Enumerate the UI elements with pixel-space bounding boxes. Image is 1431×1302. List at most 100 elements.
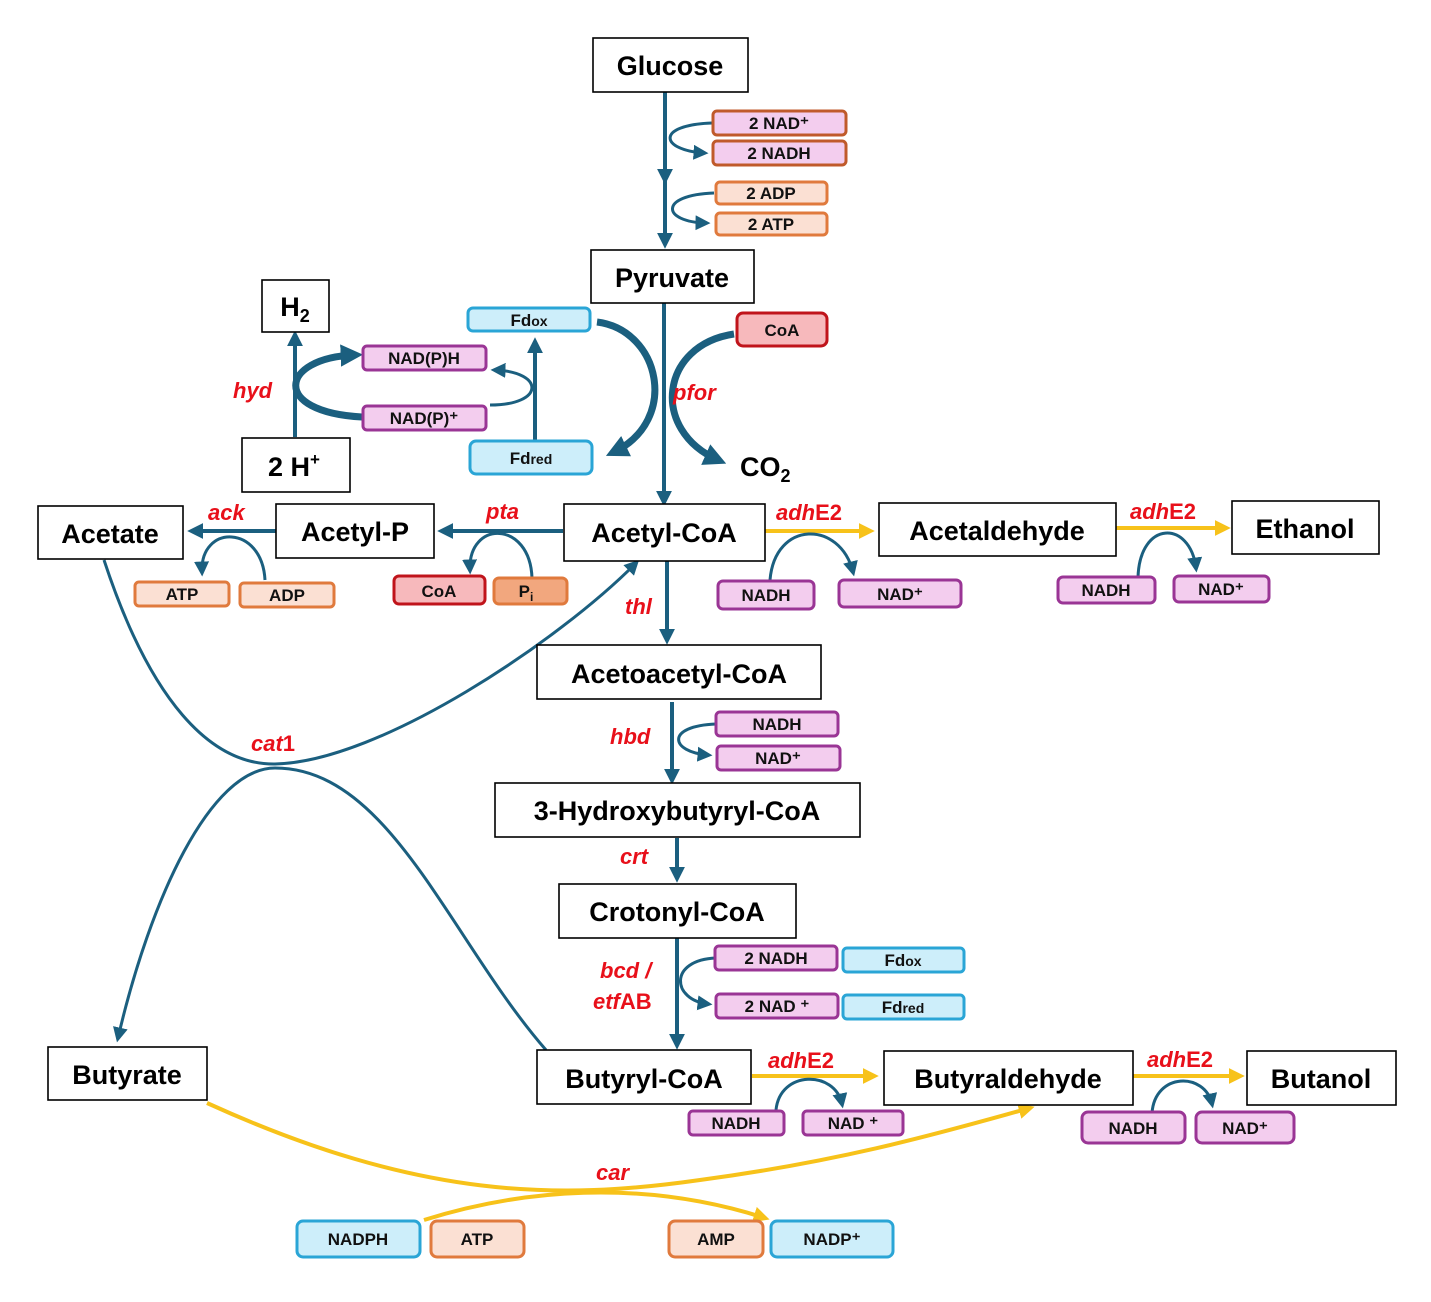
arrow-nadh-nad-ald1	[768, 532, 858, 581]
cofactor-car-atp: ATP	[429, 1219, 526, 1259]
cofactor-bald-nadh: NADH	[687, 1109, 786, 1137]
svg-text:2 ATP: 2 ATP	[748, 215, 794, 234]
cofactor-nadph: NAD(P)H	[361, 344, 488, 372]
cofactor-ack-atp: ATP	[133, 580, 231, 608]
flow-arrows	[102, 92, 1245, 1223]
enzyme-pta: pta	[485, 499, 519, 524]
svg-text:NADH: NADH	[1108, 1119, 1157, 1138]
cofactor-bcd-nad: 2 NAD ⁺	[714, 992, 840, 1020]
arrow-nadh-nad-bald	[774, 1077, 848, 1111]
svg-text:2 NAD⁺: 2 NAD⁺	[749, 114, 809, 133]
metabolite-h2: H2	[261, 279, 330, 333]
enzyme-adhe2-butyraldehyde: adhE2	[768, 1048, 834, 1073]
svg-text:Fdred: Fdred	[510, 449, 553, 468]
svg-text:Acetate: Acetate	[61, 519, 159, 549]
svg-text:CoA: CoA	[765, 321, 800, 340]
svg-text:2 ADP: 2 ADP	[746, 184, 795, 203]
metabolite-crotonyl-coa: Crotonyl-CoA	[558, 883, 797, 939]
cofactor-glycolysis-nadh: 2 NADH	[711, 139, 848, 167]
arrow-adp-atp	[671, 191, 715, 231]
enzyme-pfor: pfor	[672, 380, 717, 405]
cofactor-bald-nad: NAD ⁺	[801, 1109, 905, 1137]
cofactor-buol-nad: NAD⁺	[1194, 1110, 1296, 1145]
svg-text:Crotonyl-CoA: Crotonyl-CoA	[589, 897, 764, 927]
svg-text:NAD ⁺: NAD ⁺	[828, 1114, 879, 1133]
cofactor-glycolysis-nad: 2 NAD⁺	[711, 109, 848, 137]
cofactor-buol-nadh: NADH	[1080, 1110, 1187, 1145]
arrow-adp-atp-ack	[194, 535, 267, 581]
svg-text:Ethanol: Ethanol	[1256, 514, 1355, 544]
svg-text:NADH: NADH	[752, 715, 801, 734]
metabolite-3-hydroxybutyryl-coa: 3-Hydroxybutyryl-CoA	[494, 782, 861, 838]
cofactor-glycolysis-adp: 2 ADP	[714, 180, 829, 206]
svg-text:NADH: NADH	[1081, 581, 1130, 600]
svg-text:NADH: NADH	[711, 1114, 760, 1133]
enzyme-cat1: cat1	[251, 731, 295, 756]
svg-text:Pi: Pi	[519, 582, 534, 604]
arrow-nad-nadh	[668, 121, 713, 160]
svg-text:NAD(P)⁺: NAD(P)⁺	[390, 409, 458, 428]
metabolite-butanol: Butanol	[1246, 1050, 1397, 1106]
cofactor-bcd-nadh: 2 NADH	[713, 944, 839, 972]
cofactor-eth-nad: NAD⁺	[1172, 574, 1271, 604]
svg-text:NAD⁺: NAD⁺	[877, 585, 923, 604]
enzyme-hyd: hyd	[233, 378, 273, 403]
arrow-fd-nadph	[489, 362, 534, 407]
svg-text:Fdred: Fdred	[882, 998, 925, 1017]
cofactor-car-nadph: NADPH	[295, 1219, 422, 1259]
arrow-nadph-nadp-car	[423, 1190, 770, 1223]
arrow-nadh-nad-buol	[1150, 1079, 1218, 1114]
svg-text:NAD⁺: NAD⁺	[1222, 1119, 1268, 1138]
svg-text:NADPH: NADPH	[328, 1230, 388, 1249]
metabolite-acetate: Acetate	[37, 505, 184, 560]
svg-text:2 NADH: 2 NADH	[744, 949, 807, 968]
svg-text:Butyryl-CoA: Butyryl-CoA	[565, 1064, 723, 1094]
arrow-nadh-nad-bcd	[679, 956, 717, 1011]
svg-text:NAD⁺: NAD⁺	[755, 749, 801, 768]
svg-text:Butyraldehyde: Butyraldehyde	[914, 1064, 1102, 1094]
arrow-coa-co2	[668, 330, 735, 465]
cofactor-ack-adp: ADP	[238, 581, 336, 609]
svg-text:Fdox: Fdox	[884, 951, 921, 970]
cofactor-ald-nadh: NADH	[716, 579, 816, 611]
svg-text:Pyruvate: Pyruvate	[615, 263, 729, 293]
enzyme-bcd: bcd /	[600, 958, 654, 983]
svg-text:H2: H2	[280, 292, 310, 326]
cofactor-car-nadp: NADP⁺	[769, 1219, 895, 1259]
svg-text:3-Hydroxybutyryl-CoA: 3-Hydroxybutyryl-CoA	[534, 796, 821, 826]
svg-text:AMP: AMP	[697, 1230, 735, 1249]
svg-text:ADP: ADP	[269, 586, 305, 605]
metabolite-acetyl-coa: Acetyl-CoA	[563, 503, 766, 562]
enzyme-thl: thl	[625, 594, 653, 619]
svg-text:Butanol: Butanol	[1271, 1064, 1372, 1094]
metabolite-acetaldehyde: Acetaldehyde	[878, 502, 1117, 557]
enzyme-ack: ack	[208, 500, 246, 525]
arrow-acetate-acetylcoa-cat1	[102, 559, 640, 766]
enzyme-hbd: hbd	[610, 724, 651, 749]
cofactor-bcd-fd-red: Fdred	[841, 993, 966, 1021]
metabolite-acetoacetyl-coa: Acetoacetyl-CoA	[536, 644, 822, 700]
cofactor-pfor-coa: CoA	[735, 311, 829, 348]
arrow-nadp-nadph	[292, 344, 363, 421]
arrow-butyrylcoa-butyrate-cat1	[113, 766, 548, 1051]
svg-text:NADP⁺: NADP⁺	[803, 1230, 860, 1249]
enzyme-etfab: etfAB	[593, 989, 652, 1014]
enzyme-adhe2-acetaldehyde: adhE2	[776, 500, 842, 525]
svg-text:ATP: ATP	[166, 585, 199, 604]
cofactor-nadp-plus: NAD(P)⁺	[361, 404, 488, 432]
svg-text:Butyrate: Butyrate	[72, 1060, 182, 1090]
metabolite-co2: CO2	[740, 452, 791, 486]
enzyme-adhe2-ethanol: adhE2	[1130, 499, 1196, 524]
cofactor-glycolysis-atp: 2 ATP	[714, 211, 829, 237]
cofactor-hbd-nadh: NADH	[714, 710, 840, 738]
metabolite-acetyl-p: Acetyl-P	[275, 503, 435, 559]
metabolite-2h: 2 H+	[241, 437, 351, 493]
arrow-fdox-fdred	[596, 318, 659, 457]
metabolite-butyryl-coa: Butyryl-CoA	[536, 1049, 752, 1105]
cofactor-fd-red: Fdred	[468, 439, 594, 476]
svg-text:Acetaldehyde: Acetaldehyde	[909, 516, 1085, 546]
arrow-butyrate-butyraldehyde-car	[206, 1101, 1035, 1193]
svg-text:Acetyl-P: Acetyl-P	[301, 517, 409, 547]
arrow-pi-coa	[462, 532, 534, 579]
metabolite-butyrate: Butyrate	[47, 1046, 208, 1101]
